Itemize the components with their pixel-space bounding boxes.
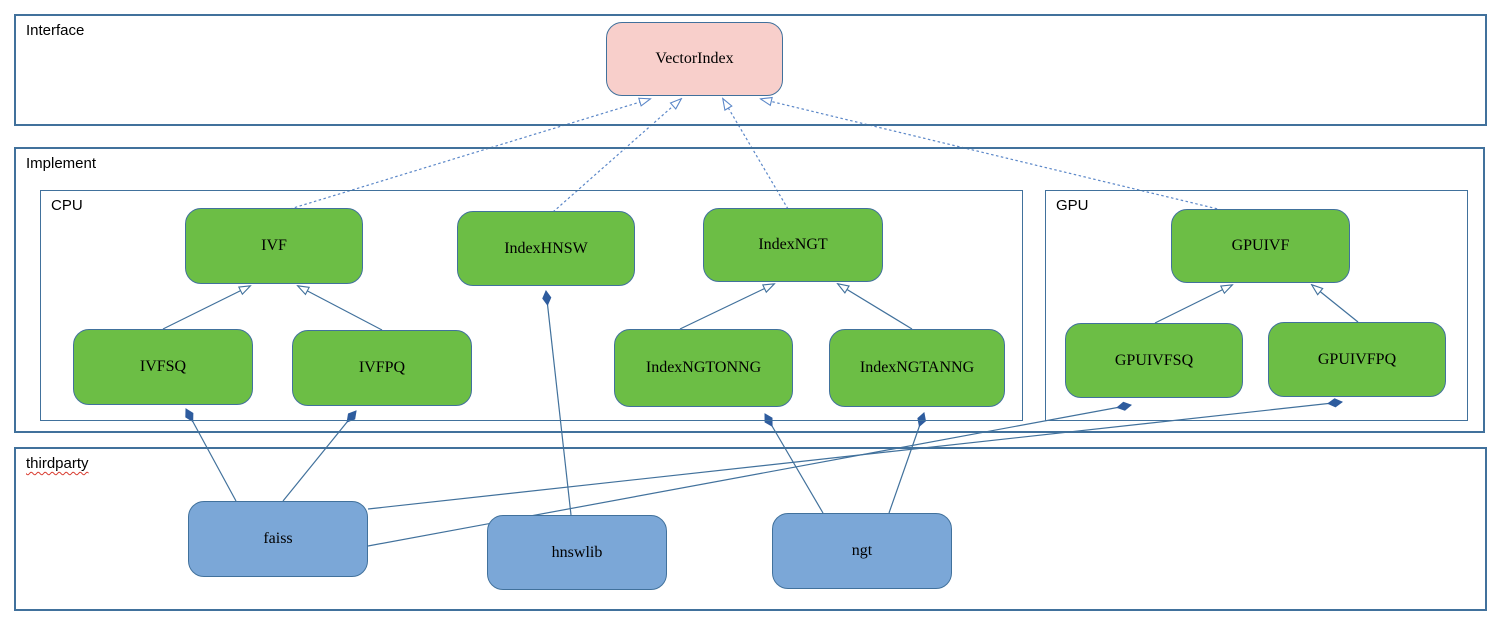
edge-gpuivfpq-gpuivf	[1312, 285, 1359, 323]
node-gpuivfpq[interactable]: GPUIVFPQ	[1268, 322, 1446, 397]
node-gpuivfsq-label: GPUIVFSQ	[1114, 351, 1194, 369]
node-indexhnsw-label: IndexHNSW	[504, 239, 588, 257]
interface-container[interactable]: Interface	[14, 14, 1487, 126]
edge-gpuivf-vectorindex	[761, 99, 1223, 211]
thirdparty-label: thirdparty	[26, 455, 89, 472]
node-ivfpq-label: IVFPQ	[358, 359, 406, 376]
node-ngt[interactable]: ngt	[772, 513, 952, 589]
node-ivf-label: IVF	[261, 237, 287, 254]
edge-indexngtonng-indexngt	[679, 284, 774, 330]
node-indexngtonng[interactable]: IndexNGTONNG	[614, 329, 793, 407]
cpu-label: CPU	[51, 197, 83, 214]
node-indexngtanng-label: IndexNGTANNG	[859, 359, 975, 376]
node-vectorindex-label: VectorIndex	[655, 50, 734, 67]
thirdparty-container[interactable]: thirdparty	[14, 447, 1487, 611]
gpu-label: GPU	[1056, 197, 1089, 214]
implement-label: Implement	[26, 155, 97, 172]
node-gpuivf-label: GPUIVF	[1231, 237, 1290, 254]
node-indexngtonng-label: IndexNGTONNG	[645, 359, 762, 376]
generalization-edges	[162, 284, 1359, 331]
node-faiss-label: faiss	[263, 530, 293, 547]
cpu-container[interactable]: CPU	[40, 190, 1023, 421]
node-indexngt[interactable]: IndexNGT	[703, 208, 883, 282]
edge-faiss-ivfpq	[282, 410, 357, 502]
node-ivfpq[interactable]: IVFPQ	[292, 330, 472, 406]
edge-ivfpq-ivf	[298, 286, 383, 331]
node-indexngt-label: IndexNGT	[758, 236, 828, 253]
node-indexhnsw[interactable]: IndexHNSW	[457, 211, 635, 286]
edge-indexhnsw-vectorindex	[552, 99, 681, 213]
node-faiss[interactable]: faiss	[188, 501, 368, 577]
node-ivf[interactable]: IVF	[185, 208, 363, 284]
node-ivfsq-label: IVFSQ	[139, 358, 187, 375]
edge-ngt-indexngtanng	[888, 412, 927, 514]
node-vectorindex[interactable]: VectorIndex	[606, 22, 783, 96]
edge-hnswlib-indexhnsw	[542, 289, 572, 516]
edge-faiss-ivfsq	[185, 408, 237, 502]
edge-gpuivfsq-gpuivf	[1154, 285, 1232, 324]
node-gpuivfsq[interactable]: GPUIVFSQ	[1065, 323, 1243, 398]
interface-label: Interface	[26, 22, 85, 39]
implement-container[interactable]: Implement	[14, 147, 1485, 433]
node-ngt-label: ngt	[851, 542, 873, 559]
node-hnswlib[interactable]: hnswlib	[487, 515, 667, 590]
edge-faiss-gpuivfpq	[367, 398, 1344, 510]
node-gpuivfpq-label: GPUIVFPQ	[1317, 350, 1397, 368]
gpu-container[interactable]: GPU	[1045, 190, 1468, 421]
node-gpuivf[interactable]: GPUIVF	[1171, 209, 1350, 283]
node-hnswlib-label: hnswlib	[551, 543, 603, 561]
node-indexngtanng[interactable]: IndexNGTANNG	[829, 329, 1005, 407]
node-ivfsq[interactable]: IVFSQ	[73, 329, 253, 405]
edge-ivfsq-ivf	[162, 286, 250, 330]
edge-indexngtanng-indexngt	[838, 284, 913, 330]
edge-ngt-indexngtonng	[764, 413, 824, 514]
